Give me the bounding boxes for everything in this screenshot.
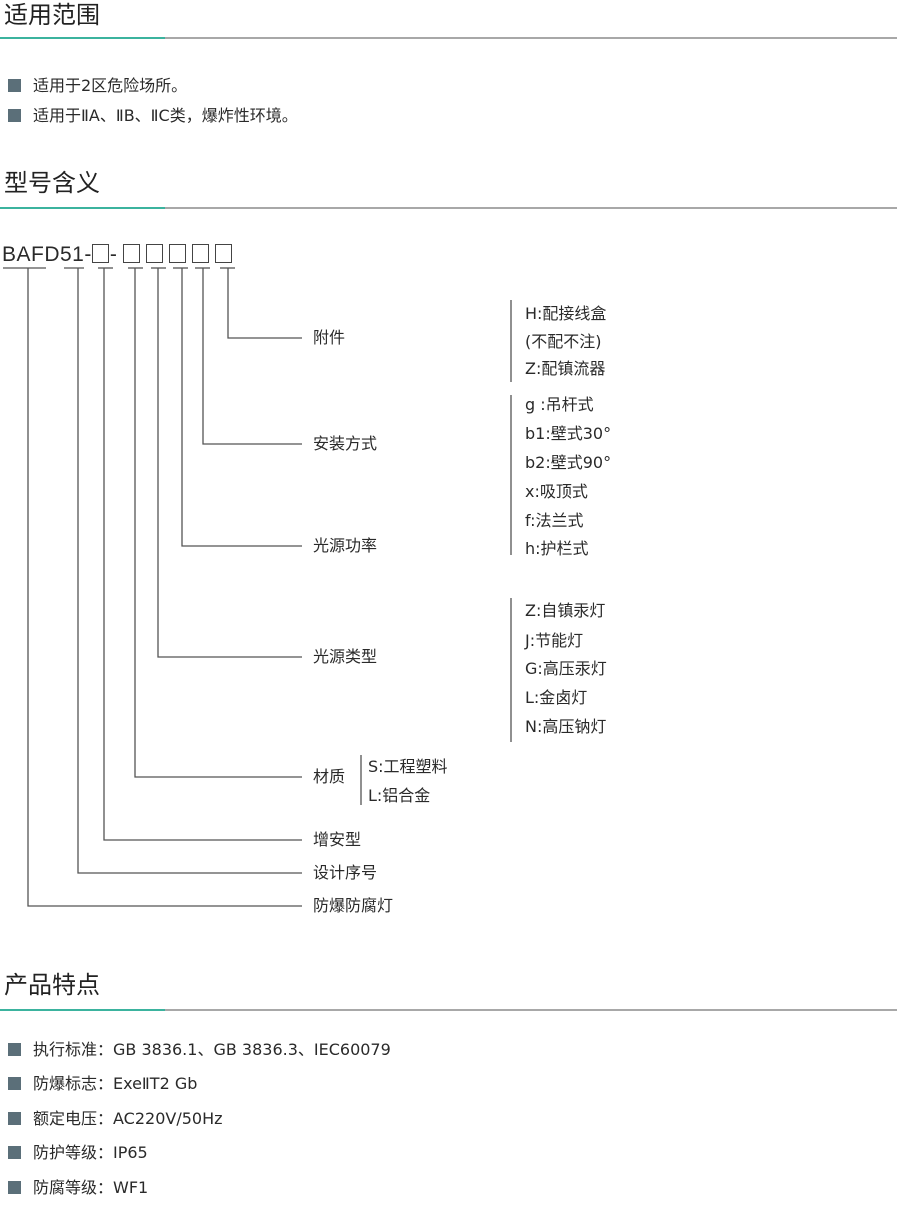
- item-text: 防腐等级：WF1: [33, 1178, 149, 1197]
- code-sep: -: [109, 243, 118, 266]
- label-increased-safety: 增安型: [313, 830, 362, 849]
- item-text: 防护等级：IP65: [33, 1143, 148, 1162]
- bullet-square-icon: [8, 109, 21, 122]
- mounting-option: x:吸顶式: [525, 482, 588, 501]
- label-lamp: 防爆防腐灯: [313, 896, 394, 915]
- list-item: 额定电压：AC220V/50Hz: [8, 1109, 223, 1129]
- list-item: 防腐等级：WF1: [8, 1178, 148, 1198]
- bullet-square-icon: [8, 1146, 21, 1159]
- item-text: 适用于ⅡA、ⅡB、ⅡC类，爆炸性环境。: [33, 106, 298, 125]
- section-divider: [0, 1009, 897, 1011]
- section-title-model: 型号含义: [4, 169, 100, 197]
- label-design-no: 设计序号: [313, 863, 378, 882]
- list-item: 防爆标志：ExeⅡT2 Gb: [8, 1074, 197, 1094]
- label-power: 光源功率: [313, 536, 378, 555]
- bullet-square-icon: [8, 1043, 21, 1056]
- label-mounting: 安装方式: [313, 434, 378, 453]
- list-item: 防护等级：IP65: [8, 1143, 148, 1163]
- source-option: J:节能灯: [525, 631, 584, 650]
- placeholder-box: [146, 244, 164, 263]
- placeholder-box: [215, 244, 233, 263]
- material-option: L:铝合金: [368, 786, 431, 805]
- section-title-scope: 适用范围: [4, 1, 100, 29]
- source-option: G:高压汞灯: [525, 659, 607, 678]
- item-text: 适用于2区危险场所。: [33, 76, 188, 95]
- section-divider: [0, 207, 897, 209]
- label-material: 材质: [313, 767, 346, 786]
- item-text: 额定电压：AC220V/50Hz: [33, 1109, 223, 1128]
- item-text: 防爆标志：ExeⅡT2 Gb: [33, 1074, 198, 1093]
- accessory-option: (不配不注): [525, 332, 602, 351]
- model-code: BAFD51--: [2, 243, 238, 267]
- mounting-option: f:法兰式: [525, 511, 584, 530]
- code-prefix: BAFD51-: [2, 243, 92, 266]
- mounting-option: g :吊杆式: [525, 395, 594, 414]
- source-option: N:高压钠灯: [525, 717, 607, 736]
- label-source-type: 光源类型: [313, 647, 378, 666]
- material-option: S:工程塑料: [368, 757, 448, 776]
- list-item: 适用于ⅡA、ⅡB、ⅡC类，爆炸性环境。: [8, 106, 298, 126]
- mounting-option: h:护栏式: [525, 539, 589, 558]
- mounting-option: b2:壁式90°: [525, 453, 612, 472]
- bullet-square-icon: [8, 1112, 21, 1125]
- section-divider: [0, 37, 897, 39]
- mounting-option: b1:壁式30°: [525, 424, 612, 443]
- list-item: 执行标准：GB 3836.1、GB 3836.3、IEC60079: [8, 1040, 391, 1060]
- accessory-option: Z:配镇流器: [525, 359, 606, 378]
- placeholder-box: [169, 244, 187, 263]
- accessory-option: H:配接线盒: [525, 304, 607, 323]
- section-title-features: 产品特点: [4, 971, 100, 999]
- bullet-square-icon: [8, 79, 21, 92]
- placeholder-box: [123, 244, 141, 263]
- placeholder-box: [91, 244, 109, 263]
- bullet-square-icon: [8, 1181, 21, 1194]
- source-option: L:金卤灯: [525, 688, 588, 707]
- source-option: Z:自镇汞灯: [525, 601, 606, 620]
- bullet-square-icon: [8, 1077, 21, 1090]
- item-text: 执行标准：GB 3836.1、GB 3836.3、IEC60079: [33, 1040, 391, 1059]
- list-item: 适用于2区危险场所。: [8, 76, 187, 96]
- label-accessory: 附件: [313, 328, 346, 347]
- placeholder-box: [192, 244, 210, 263]
